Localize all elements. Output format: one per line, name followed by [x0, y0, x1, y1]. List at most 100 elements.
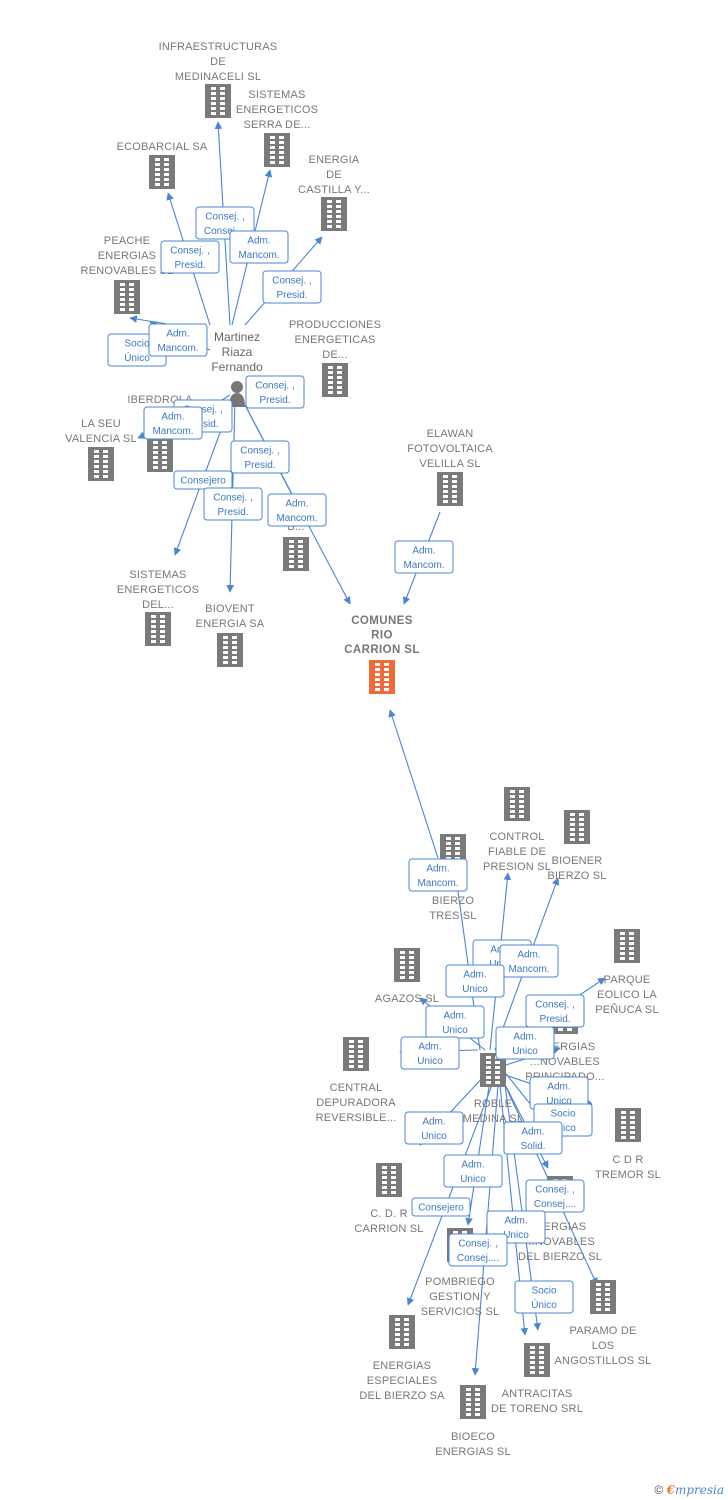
- relation-label[interactable]: Adm.Unico: [400, 1036, 460, 1070]
- building-icon[interactable]: [524, 1343, 550, 1377]
- relation-label-text: Adm.: [285, 499, 308, 510]
- company-node[interactable]: B...: [283, 521, 309, 571]
- relation-label[interactable]: Adm.Unico: [445, 964, 505, 998]
- building-icon[interactable]: [460, 1385, 486, 1419]
- building-icon[interactable]: [614, 929, 640, 963]
- building-icon[interactable]: [343, 1037, 369, 1071]
- relation-label[interactable]: Adm.Unico: [495, 1026, 555, 1060]
- relation-label[interactable]: Adm.Mancom.: [499, 944, 559, 978]
- building-icon[interactable]: [145, 612, 171, 646]
- building-icon[interactable]: [437, 472, 463, 506]
- building-icon[interactable]: [114, 280, 140, 314]
- relation-label-text: Consej....: [457, 1253, 499, 1264]
- building-icon[interactable]: [389, 1315, 415, 1349]
- relation-label[interactable]: Consej. ,Presid.: [245, 375, 305, 409]
- relation-label-text: Solid.: [520, 1141, 545, 1152]
- relation-label[interactable]: Consej. ,Presid.: [203, 487, 263, 521]
- building-icon[interactable]: [590, 1280, 616, 1314]
- node-label-line: CONTROL: [489, 831, 544, 843]
- relation-label[interactable]: Adm.Mancom.: [143, 406, 203, 440]
- main-building-icon[interactable]: [369, 660, 395, 694]
- building-icon[interactable]: [88, 447, 114, 481]
- building-icon[interactable]: [504, 787, 530, 821]
- node-label-line: BIOENER: [552, 855, 603, 867]
- relation-label-text: Adm.: [443, 1011, 466, 1022]
- relation-label-text: Unico: [503, 1230, 529, 1241]
- relation-label[interactable]: Consejero: [173, 470, 233, 490]
- relation-edge: [465, 1079, 491, 1226]
- relation-label[interactable]: Consej. ,Presid.: [230, 440, 290, 474]
- building-icon[interactable]: [147, 438, 173, 472]
- building-icon[interactable]: [149, 155, 175, 189]
- building-icon[interactable]: [564, 810, 590, 844]
- relation-label[interactable]: Adm.Mancom.: [229, 230, 289, 264]
- relation-label-text: Adm.: [161, 412, 184, 423]
- building-icon[interactable]: [217, 633, 243, 667]
- relation-label[interactable]: Adm.Mancom.: [148, 323, 208, 357]
- empresia-logo[interactable]: €mpresia: [666, 1483, 724, 1497]
- company-node[interactable]: AGAZOS SL: [375, 948, 439, 1005]
- company-node[interactable]: ECOBARCIAL SA: [117, 141, 208, 189]
- relation-label[interactable]: Consej. ,Presid.: [525, 994, 585, 1028]
- relation-label-text: Consej. ,: [205, 212, 244, 223]
- relation-label[interactable]: Consej. ,Consej....: [525, 1179, 585, 1213]
- relation-label[interactable]: Consejero: [411, 1197, 471, 1217]
- node-label-line: DE: [210, 56, 226, 68]
- node-label-line: ENERGETICOS: [117, 584, 199, 596]
- relation-label-text: Consej....: [204, 226, 246, 237]
- relation-label[interactable]: Adm.Mancom.: [394, 540, 454, 574]
- building-icon[interactable]: [205, 84, 231, 118]
- company-node[interactable]: PRODUCCIONESENERGETICASDE...: [289, 319, 381, 397]
- relation-label[interactable]: Consej. ,Presid.: [262, 270, 322, 304]
- node-label-line: BIOVENT: [205, 603, 255, 615]
- relation-label[interactable]: Adm.Solid.: [503, 1121, 563, 1155]
- copyright-symbol: ©: [654, 1483, 664, 1497]
- company-node[interactable]: CENTRALDEPURADORAREVERSIBLE...: [316, 1037, 397, 1124]
- building-icon[interactable]: [321, 197, 347, 231]
- building-icon[interactable]: [615, 1108, 641, 1142]
- relation-label[interactable]: Adm.Unico: [443, 1154, 503, 1188]
- relation-label[interactable]: Consej. ,Consej....: [448, 1233, 508, 1267]
- building-icon[interactable]: [376, 1163, 402, 1197]
- relation-label[interactable]: Adm.Unico: [425, 1005, 485, 1039]
- node-label-line: DE: [326, 169, 342, 181]
- building-icon[interactable]: [264, 133, 290, 167]
- node-label-line: ESPECIALES: [367, 1375, 437, 1387]
- building-icon[interactable]: [283, 537, 309, 571]
- relation-label[interactable]: Adm.Mancom.: [267, 493, 327, 527]
- person-icon[interactable]: [229, 381, 245, 407]
- company-node[interactable]: SISTEMASENERGETICOSDEL...: [117, 569, 199, 646]
- node-label-line: ENERGIAS: [98, 250, 156, 262]
- relation-label[interactable]: Adm.Unico: [529, 1076, 589, 1110]
- node-label-line: AGAZOS SL: [375, 993, 439, 1005]
- node-label-line: ENERGIAS: [373, 1360, 431, 1372]
- node-label-line: DE...: [322, 349, 347, 361]
- relation-label[interactable]: Adm.Unico: [404, 1111, 464, 1145]
- building-icon[interactable]: [322, 363, 348, 397]
- relation-label[interactable]: Adm.Mancom.: [408, 858, 468, 892]
- relation-label[interactable]: Consej. ,Presid.: [160, 240, 220, 274]
- building-icon[interactable]: [394, 948, 420, 982]
